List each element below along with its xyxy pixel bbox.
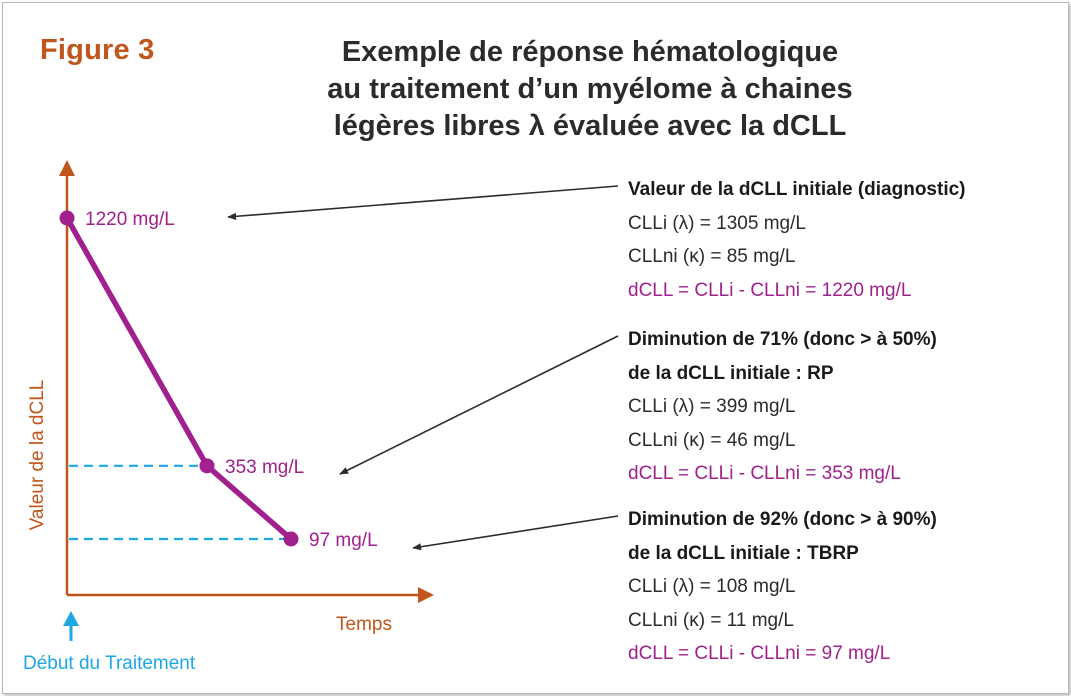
data-point-2 bbox=[199, 458, 215, 474]
info-heading: Diminution de 71% (donc > à 50%) bbox=[628, 329, 937, 350]
data-label-3: 97 mg/L bbox=[309, 530, 378, 551]
title-line-3: légères libres λ évaluée avec la dCLL bbox=[333, 110, 847, 142]
info-line: CLLi (λ) = 1305 mg/L bbox=[628, 212, 806, 234]
callout-arrow-2 bbox=[339, 335, 619, 475]
info-heading: de la dCLL initiale : RP bbox=[628, 362, 834, 384]
figure-label: Figure 3 bbox=[40, 34, 155, 66]
title-line-2: au traitement d’un myélome à chaines bbox=[327, 73, 853, 105]
title-line-1: Exemple de réponse hématologique bbox=[341, 36, 839, 68]
info-block-tbrp: Diminution de 92% (donc > à 90%) de la d… bbox=[628, 503, 937, 671]
series-line bbox=[64, 216, 293, 542]
info-block-initial: Valeur de la dCLL initiale (diagnostic) … bbox=[628, 173, 966, 307]
info-result: dCLL = CLLi - CLLni = 353 mg/L bbox=[628, 463, 901, 484]
data-point-3 bbox=[283, 531, 299, 547]
info-line: CLLi (λ) = 399 mg/L bbox=[628, 396, 796, 417]
callout-arrow-1 bbox=[227, 185, 619, 220]
data-points bbox=[59, 210, 299, 547]
info-line: CLLi (λ) = 108 mg/L bbox=[628, 576, 796, 597]
y-axis-arrowhead bbox=[59, 160, 75, 176]
x-axis-arrowhead bbox=[418, 587, 434, 603]
data-label-2: 353 mg/L bbox=[225, 457, 304, 478]
x-axis-label: Temps bbox=[336, 614, 392, 635]
data-labels: 1220 mg/L 353 mg/L 97 mg/L bbox=[85, 209, 378, 551]
info-result: dCLL = CLLi - CLLni = 97 mg/L bbox=[628, 643, 891, 664]
guide-lines bbox=[69, 464, 291, 541]
callout-arrow-3 bbox=[412, 515, 619, 551]
info-heading: Valeur de la dCLL initiale (diagnostic) bbox=[628, 179, 966, 200]
info-line: CLLni (κ) = 46 mg/L bbox=[628, 429, 796, 451]
info-line: CLLni (κ) = 11 mg/L bbox=[628, 609, 794, 631]
info-heading: de la dCLL initiale : TBRP bbox=[628, 542, 859, 564]
info-heading: Diminution de 92% (donc > à 90%) bbox=[628, 509, 937, 530]
info-result: dCLL = CLLi - CLLni = 1220 mg/L bbox=[628, 279, 912, 301]
start-label: Début du Traitement bbox=[23, 653, 196, 674]
start-arrow-icon bbox=[63, 611, 79, 626]
data-label-1: 1220 mg/L bbox=[85, 209, 175, 230]
info-line: CLLni (κ) = 85 mg/L bbox=[628, 246, 796, 267]
data-point-1 bbox=[59, 210, 75, 226]
info-block-rp: Diminution de 71% (donc > à 50%) de la d… bbox=[628, 323, 937, 491]
y-axis-label: Valeur de la dCLL bbox=[27, 380, 48, 531]
figure-title: Exemple de réponse hématologique au trai… bbox=[240, 34, 940, 145]
